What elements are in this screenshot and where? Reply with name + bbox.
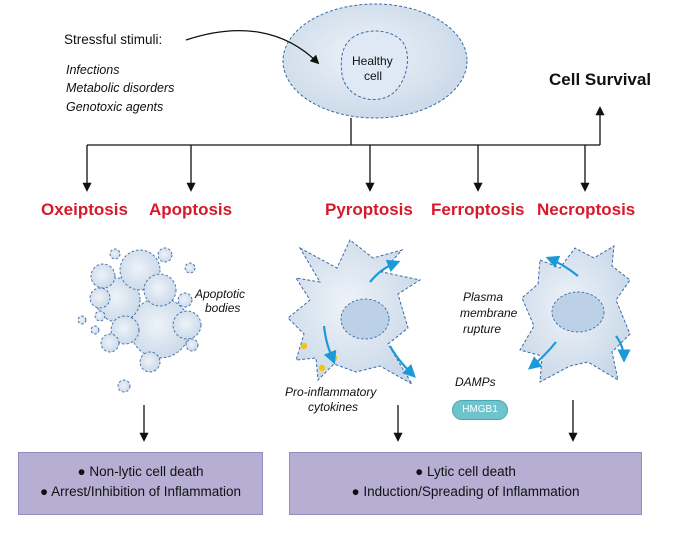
necroptotic-cell	[519, 245, 631, 383]
label-pyroptosis: Pyroptosis	[325, 200, 413, 219]
stimulus-infections: Infections	[66, 63, 120, 77]
apoptotic-bodies-label-1: Apoptotic	[195, 287, 246, 301]
pathway-connectors	[82, 106, 605, 192]
outcome-lytic-line-2: ● Induction/Spreading of Inflammation	[351, 484, 580, 499]
apoptotic-bodies-label-2: bodies	[205, 301, 241, 315]
hmgb1-badge: HMGB1	[452, 400, 508, 420]
cell-survival-label: Cell Survival	[549, 70, 652, 89]
cytokines-label-1: Pro-inflammatory	[285, 385, 377, 399]
outcome-box-lytic: ● Lytic cell death ● Induction/Spreading…	[289, 452, 642, 515]
outcome-non-lytic-line-1: ● Non-lytic cell death	[77, 464, 204, 479]
stimuli-arrow	[185, 30, 320, 65]
stimuli-title: Stressful stimuli:	[64, 32, 163, 47]
stimulus-metabolic: Metabolic disorders	[66, 81, 175, 95]
outcome-lytic-line-1: ● Lytic cell death	[415, 464, 516, 479]
pyroptotic-cell	[287, 239, 422, 386]
outcome-non-lytic-line-2: ● Arrest/Inhibition of Inflammation	[40, 484, 241, 499]
label-necroptosis: Necroptosis	[537, 200, 636, 219]
plasma-membrane-label-2: membrane	[460, 306, 518, 320]
plasma-membrane-label-3: rupture	[463, 322, 502, 336]
healthy-cell-label-2: cell	[364, 69, 383, 83]
pyroptosis-release-arrows	[322, 259, 416, 378]
healthy-cell	[282, 3, 468, 119]
label-apoptosis: Apoptosis	[149, 200, 233, 219]
label-oxeiptosis: Oxeiptosis	[41, 200, 128, 219]
stimulus-genotoxic: Genotoxic agents	[66, 100, 164, 114]
apoptotic-bodies	[77, 247, 202, 393]
necroptosis-release-arrows	[527, 255, 631, 370]
damps-label: DAMPs	[455, 375, 496, 389]
outcome-box-non-lytic: ● Non-lytic cell death ● Arrest/Inhibiti…	[18, 452, 263, 515]
label-ferroptosis: Ferroptosis	[431, 200, 525, 219]
cytokines-label-2: cytokines	[308, 400, 359, 414]
plasma-membrane-label-1: Plasma	[463, 290, 504, 304]
outcome-arrows	[139, 400, 578, 442]
healthy-cell-label-1: Healthy	[352, 54, 393, 68]
